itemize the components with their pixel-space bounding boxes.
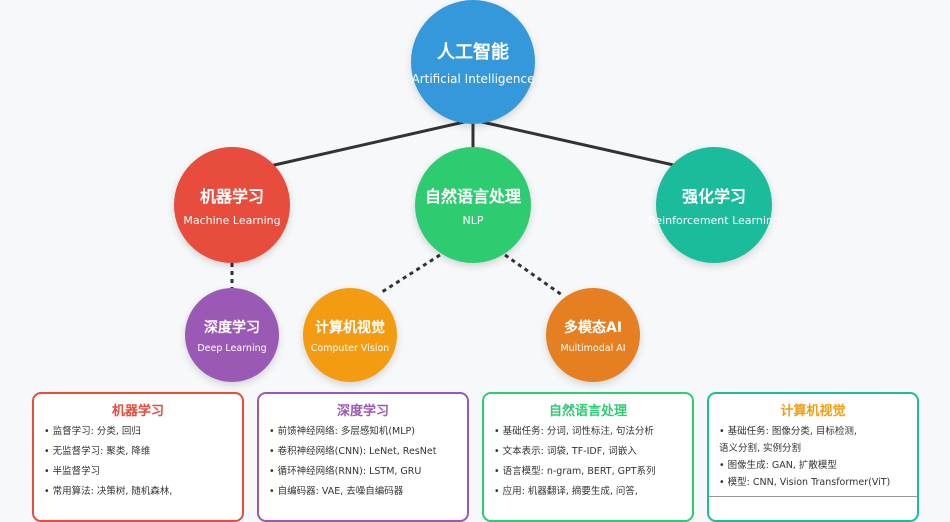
card-item: 无监督学习: 聚类, 降维 xyxy=(44,445,232,458)
node-title: 人工智能 xyxy=(437,42,509,63)
line-nlp-mm xyxy=(504,253,563,297)
node-title: 自然语言处理 xyxy=(424,187,521,206)
card-item: 基础任务: 图像分类, 目标检测, xyxy=(719,425,907,438)
node-subtitle: NLP xyxy=(462,214,484,227)
card-cv: 计算机视觉基础任务: 图像分类, 目标检测, 语义分割, 实例分割图像生成: GA… xyxy=(707,392,919,522)
node-title: 强化学习 xyxy=(681,187,746,206)
card-item: 卷积神经网络(CNN): LeNet, ResNet xyxy=(269,445,457,458)
node-subtitle: Deep Learning xyxy=(197,342,267,354)
line-nlp-cv xyxy=(381,253,441,294)
line-ai-ml xyxy=(269,118,474,168)
node-subtitle: Machine Learning xyxy=(183,214,281,227)
card-item: 语言模型: n-gram, BERT, GPT系列 xyxy=(494,465,682,478)
node-dl[interactable]: 深度学习 Deep Learning xyxy=(185,288,279,382)
connector-lines xyxy=(230,118,679,297)
node-subtitle: Reinforcement Learning xyxy=(648,214,780,227)
card-item: 自编码器: VAE, 去噪自编码器 xyxy=(269,485,457,498)
card-item: 前馈神经网络: 多层感知机(MLP) xyxy=(269,425,457,438)
node-title: 深度学习 xyxy=(204,319,260,336)
node-title: 计算机视觉 xyxy=(315,319,385,336)
card-item: 图像生成: GAN, 扩散模型 xyxy=(719,459,907,472)
card-title: 机器学习 xyxy=(111,404,164,419)
card-item: 文本表示: 词袋, TF-IDF, 词嵌入 xyxy=(494,445,682,458)
node-subtitle: Artificial Intelligence xyxy=(411,72,535,86)
card-item: 语义分割, 实例分割 xyxy=(719,443,802,454)
node-ai[interactable]: 人工智能 Artificial Intelligence xyxy=(411,0,535,124)
node-cv[interactable]: 计算机视觉 Computer Vision xyxy=(303,288,397,382)
node-subtitle: Computer Vision xyxy=(310,342,390,354)
card-item: 常用算法: 决策树, 随机森林, xyxy=(44,485,232,498)
card-title: 深度学习 xyxy=(336,404,389,419)
card-item: 循环神经网络(RNN): LSTM, GRU xyxy=(269,465,457,478)
card-title: 自然语言处理 xyxy=(548,404,627,419)
node-title: 多模态AI xyxy=(563,319,623,336)
node-subtitle: Multimodal AI xyxy=(560,342,626,354)
node-nlp[interactable]: 自然语言处理 NLP xyxy=(415,147,531,263)
card-item: 应用: 机器翻译, 摘要生成, 问答, xyxy=(494,485,682,498)
node-ml[interactable]: 机器学习 Machine Learning xyxy=(174,147,290,263)
card-item: 模型: CNN, Vision Transformer(ViT) xyxy=(719,476,907,489)
card-ml: 机器学习监督学习: 分类, 回归无监督学习: 聚类, 降维半监督学习常用算法: … xyxy=(32,392,244,522)
card-item: 半监督学习 xyxy=(44,465,232,478)
card-nlp: 自然语言处理基础任务: 分词, 词性标注, 句法分析文本表示: 词袋, TF-I… xyxy=(482,392,694,522)
card-item: 监督学习: 分类, 回归 xyxy=(44,425,232,438)
divider xyxy=(709,496,917,497)
node-mm[interactable]: 多模态AI Multimodal AI xyxy=(546,288,640,382)
line-ai-rl xyxy=(472,118,679,168)
card-title: 计算机视觉 xyxy=(780,404,846,419)
node-title: 机器学习 xyxy=(199,187,264,206)
node-rl[interactable]: 强化学习 Reinforcement Learning xyxy=(648,147,780,263)
card-dl: 深度学习前馈神经网络: 多层感知机(MLP) 卷积神经网络(CNN): LeNet… xyxy=(257,392,469,522)
card-item: 基础任务: 分词, 词性标注, 句法分析 xyxy=(494,425,682,438)
